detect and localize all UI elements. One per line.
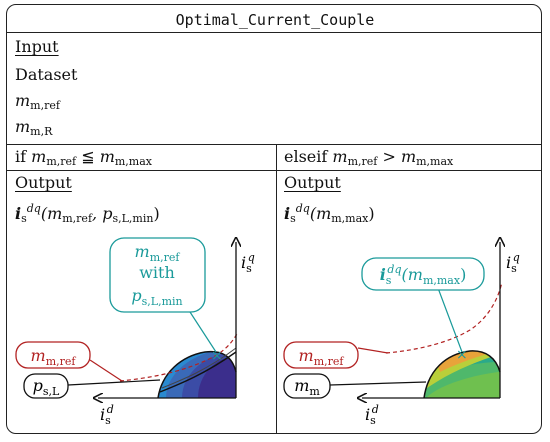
left-condition: if mm,ref ≦ mm,max — [15, 147, 152, 168]
input-var-mr: mm,R — [15, 117, 53, 138]
left-callout-line3: ps,L,min — [131, 286, 182, 308]
input-dataset: Dataset — [15, 65, 78, 84]
right-m-label: mm — [294, 376, 320, 398]
left-mref-leader — [89, 359, 123, 382]
left-torque-curve — [159, 351, 237, 393]
left-ps-label-box — [23, 373, 69, 399]
left-output-heading: Output — [15, 173, 72, 192]
right-operating-point-marker: × — [456, 347, 468, 363]
input-divider — [7, 144, 541, 145]
input-var-mref: mm,ref — [15, 91, 60, 112]
left-torque-curve-2 — [161, 347, 237, 389]
left-callout-leader — [189, 311, 217, 353]
left-ps-label: ps,L — [33, 376, 60, 398]
right-operating-region — [423, 350, 501, 399]
left-callout-line1: mm,ref — [135, 242, 181, 264]
right-callout-leader — [437, 287, 463, 353]
title-divider — [7, 32, 541, 33]
diagram-frame: Optimal_Current_Couple Input Dataset mm,… — [6, 4, 542, 434]
left-mref-label-box — [15, 341, 91, 369]
left-operating-point-marker: × — [211, 348, 223, 364]
right-callout-box — [361, 257, 485, 291]
right-output-expr: isdq(mm,max) — [284, 202, 375, 225]
right-m-label-box — [283, 373, 331, 399]
function-title: Optimal_Current_Couple — [175, 11, 375, 29]
right-mref-dashed-curve — [385, 281, 503, 354]
right-axis-d-label: isd — [365, 403, 379, 427]
right-mref-label-box — [283, 341, 359, 369]
left-mref-label: mm,ref — [31, 346, 77, 368]
left-mref-dashed-curve — [119, 331, 239, 382]
left-callout-line2: with — [139, 263, 175, 282]
right-mref-leader — [357, 347, 389, 354]
right-output-heading: Output — [284, 173, 341, 192]
right-axis-q-label: isq — [506, 251, 520, 275]
right-m-leader — [329, 381, 427, 386]
column-divider — [276, 144, 277, 434]
left-axis-d-label: isd — [100, 403, 114, 427]
left-callout-box — [109, 237, 206, 313]
input-heading: Input — [15, 37, 59, 56]
left-axis-q-label: isq — [241, 251, 255, 275]
condition-divider — [7, 170, 541, 171]
left-output-expr: isdq(mm,ref, ps,L,min) — [15, 202, 160, 225]
left-ps-leader — [67, 379, 161, 386]
right-callout-expr: isdq(mm,max) — [380, 263, 467, 287]
right-mref-label: mm,ref — [299, 346, 345, 368]
right-condition: elseif mm,ref > mm,max — [284, 147, 454, 168]
